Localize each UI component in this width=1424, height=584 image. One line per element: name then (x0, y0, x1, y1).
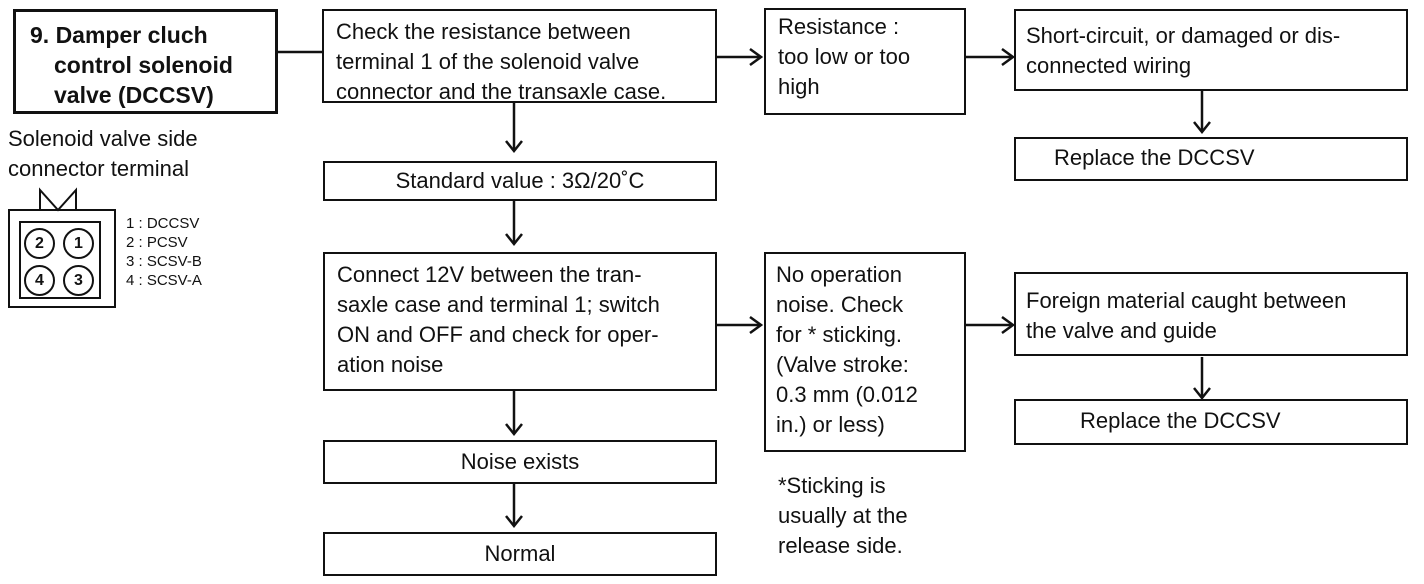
title-line-1: 9. Damper cluch (30, 22, 208, 48)
step-line: 0.3 mm (0.012 (776, 382, 918, 407)
step-line: terminal 1 of the solenoid valve (336, 49, 640, 74)
step-line: ON and OFF and check for oper- (337, 322, 659, 347)
connector-caption-line-1: Solenoid valve side (8, 126, 198, 151)
note-line: *Sticking is (778, 473, 886, 498)
title-box: 9. Damper cluch control solenoid valve (… (13, 9, 278, 114)
normal-text: Normal (484, 541, 556, 566)
step-line: high (778, 74, 820, 99)
step-line: Connect 12V between the tran- (337, 262, 642, 287)
no-operation-box: No operation noise. Check for * sticking… (764, 252, 966, 452)
step-line: for * sticking. (776, 322, 902, 347)
step-line: the valve and guide (1026, 318, 1217, 343)
resistance-result-box: Resistance : too low or too high (764, 8, 966, 115)
foreign-material-box: Foreign material caught between the valv… (1014, 272, 1408, 356)
replace-dccsv-box-2: Replace the DCCSV (1014, 399, 1408, 445)
noise-exists-text: Noise exists (460, 449, 580, 474)
step-line: too low or too (778, 44, 911, 69)
pin-legend: 1 : DCCSV 2 : PCSV 3 : SCSV-B 4 : SCSV-A (126, 214, 202, 290)
normal-box: Normal (323, 532, 717, 576)
note-line: usually at the (778, 503, 908, 528)
replace-dccsv-box-1: Replace the DCCSV (1014, 137, 1408, 181)
step-line: ation noise (337, 352, 444, 377)
check-resistance-box: Check the resistance between terminal 1 … (322, 9, 717, 104)
pin-2: 2 (24, 228, 55, 259)
note-line: release side. (778, 533, 903, 558)
legend-item: 4 : SCSV-A (126, 272, 202, 289)
pin-3: 3 (63, 265, 94, 296)
short-circuit-box: Short-circuit, or damaged or dis- connec… (1014, 9, 1408, 91)
step-line: in.) or less) (776, 412, 885, 437)
step-line: noise. Check (776, 292, 904, 317)
noise-exists-box: Noise exists (323, 440, 717, 484)
step-line: (Valve stroke: (776, 352, 909, 377)
replace-text: Replace the DCCSV (1080, 408, 1281, 433)
connect-12v-box: Connect 12V between the tran- saxle case… (323, 252, 717, 391)
step-line: Short-circuit, or damaged or dis- (1026, 23, 1341, 48)
step-line: saxle case and terminal 1; switch (337, 292, 660, 317)
standard-value-text: Standard value : 3Ω/20˚C (395, 168, 645, 193)
step-line: No operation (776, 262, 902, 287)
title-line-3: valve (DCCSV) (54, 82, 214, 108)
replace-text: Replace the DCCSV (1054, 145, 1255, 170)
pin-1: 1 (63, 228, 94, 259)
legend-item: 2 : PCSV (126, 234, 188, 251)
step-line: connector and the transaxle case. (336, 79, 667, 104)
step-line: Resistance : (778, 14, 900, 39)
legend-item: 3 : SCSV-B (126, 253, 202, 270)
pin-4: 4 (24, 265, 55, 296)
connector-housing (8, 209, 116, 308)
connector-caption: Solenoid valve side connector terminal (8, 124, 198, 184)
step-line: connected wiring (1026, 53, 1192, 78)
connector-caption-line-2: connector terminal (8, 156, 189, 181)
connector-latch (39, 187, 77, 212)
sticking-note: *Sticking is usually at the release side… (778, 471, 908, 561)
legend-item: 1 : DCCSV (126, 215, 200, 232)
step-line: Foreign material caught between (1026, 288, 1347, 313)
title-line-2: control solenoid (54, 52, 233, 78)
step-line: Check the resistance between (336, 19, 631, 44)
standard-value-box: Standard value : 3Ω/20˚C (323, 161, 717, 201)
